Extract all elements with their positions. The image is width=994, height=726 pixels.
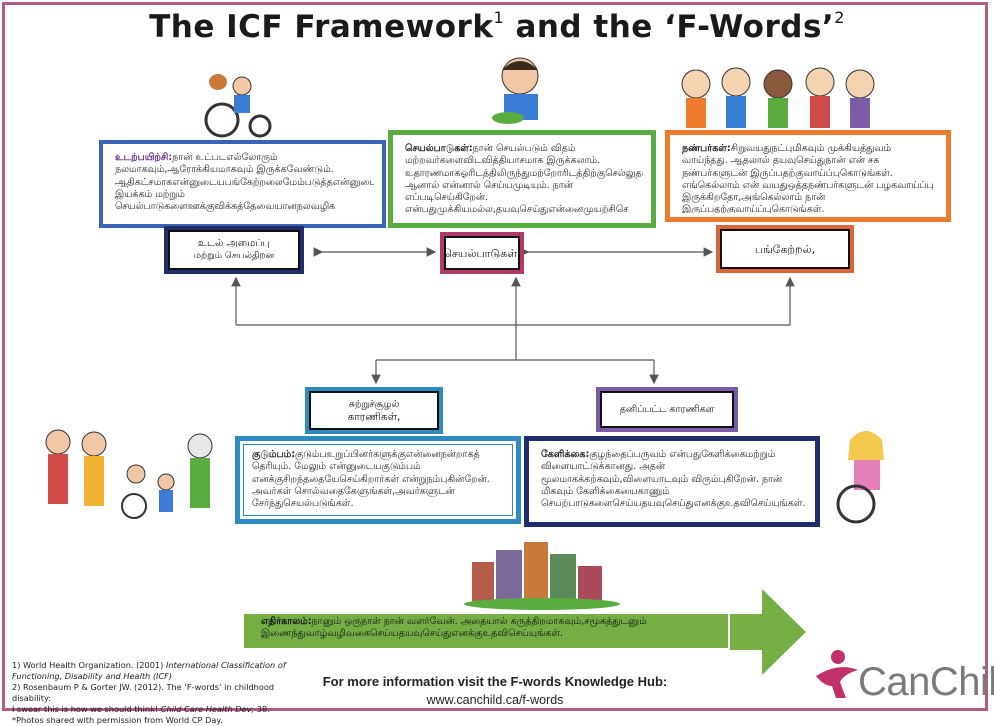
info-text: For more information visit the F-words K… (322, 674, 668, 689)
future-text: எதிர்காலம்:நானும் ஒருநாள் நான் வளர்வேன்.… (261, 616, 647, 639)
activity-box: செயல்பாடுகள்:நான் செயல்படும் விதம் மற்றவ… (388, 130, 656, 228)
info-block: For more information visit the F-words K… (320, 672, 670, 710)
participation-box: நண்பர்கள்:சிறுவயதுநட்புமிகவும் முக்கியத்… (665, 130, 951, 222)
family-illustration (45, 429, 213, 519)
canchild-logo-text: CanChild (858, 660, 994, 704)
community-buildings-illustration (464, 542, 620, 610)
girl-wheelchair-illustration (836, 431, 884, 524)
activity-label: செயல்பாடுகள், (440, 232, 524, 274)
body-structures-box: உடற்பயிற்சி:நான் உட்படஎல்லோரும் நலமாகவும… (99, 140, 386, 228)
footnotes: 1) World Health Organization. (2001) Int… (12, 660, 286, 725)
child-eating-illustration (492, 57, 539, 124)
personal-factors-label: தனிப்பட்ட காரணிகள (596, 387, 738, 432)
info-url[interactable]: www.canchild.ca/f-words (426, 693, 564, 707)
canchild-logo-icon (816, 650, 858, 698)
future-bar (244, 614, 728, 648)
personal-box: கேளிக்கை:குழந்தைப்பருவம் என்பதுகேளிக்கைம… (524, 436, 820, 527)
participation-label: பங்கேற்றல், (716, 225, 854, 273)
page-title: The ICF Framework1 and the ‘F-Words’2 (149, 8, 845, 45)
body-structures-label: உடல் அமைப்புமற்றும் செயல்திறன (164, 226, 304, 274)
environmental-factors-label: சுற்றுச்சூழல்காரணிகள், (305, 387, 443, 434)
environment-box: குடும்பம்:குடும்பஉறுப்பினர்களுக்குஎன்னைந… (235, 436, 521, 524)
future-arrow (730, 589, 806, 675)
group-of-children-illustration (681, 67, 875, 128)
child-wheelchair-illustration (204, 74, 272, 138)
